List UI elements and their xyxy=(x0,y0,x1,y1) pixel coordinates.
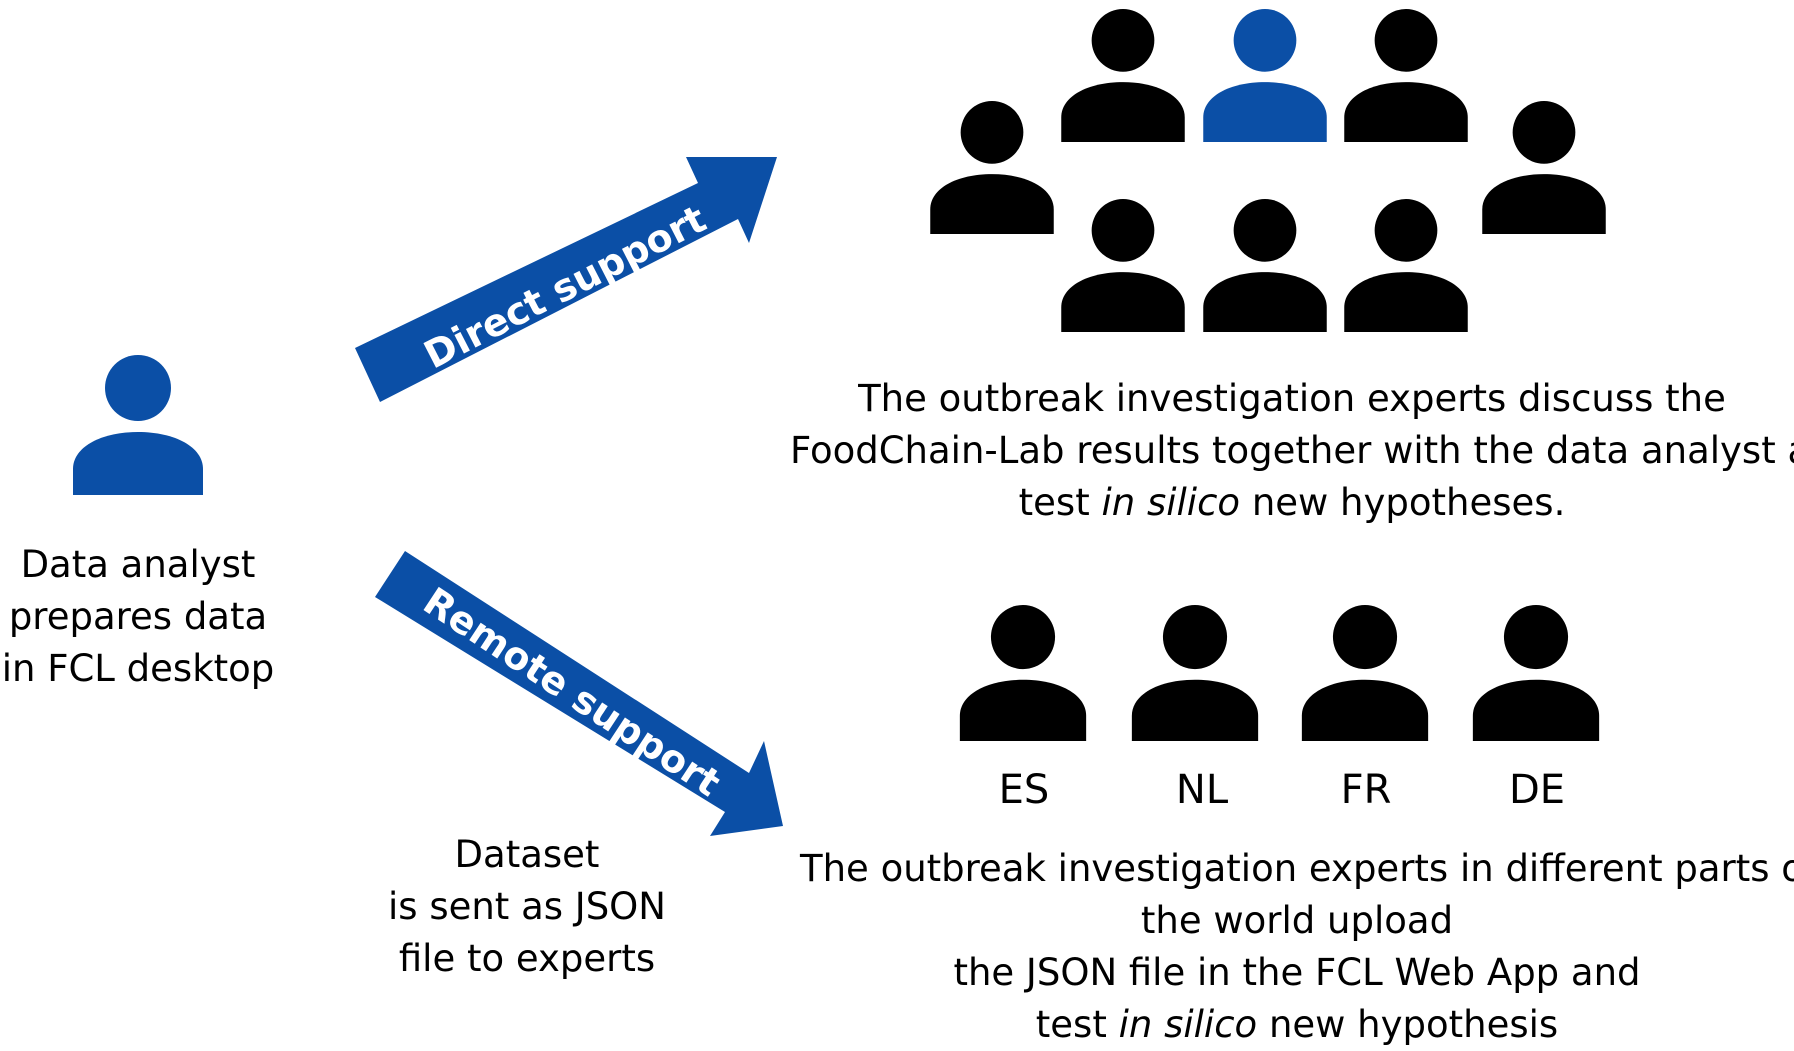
text-segment: new hypotheses. xyxy=(1240,481,1566,524)
remote-support-arrow: Remote support xyxy=(375,551,783,836)
data-analyst-label-line: Data analyst xyxy=(20,543,256,586)
expert-person-icon xyxy=(1344,9,1468,142)
dataset-label-line: file to experts xyxy=(398,937,656,980)
italic-term: in silico xyxy=(1101,481,1241,524)
remote-expert-person-icon xyxy=(1131,605,1259,741)
remote-support-description-line: The outbreak investigation experts in di… xyxy=(800,847,1794,890)
country-label-es: ES xyxy=(998,767,1050,813)
country-label-fr: FR xyxy=(1340,767,1392,813)
remote-support-description-line: the world upload xyxy=(1140,899,1454,942)
remote-expert-person-icon xyxy=(959,605,1087,741)
direct-support-arrow-shape xyxy=(355,157,777,402)
data-analyst-label-line: prepares data xyxy=(8,595,268,638)
remote-expert-person-icon xyxy=(1301,605,1429,741)
italic-term: in silico xyxy=(1118,1003,1258,1046)
expert-person-icon xyxy=(1061,9,1185,142)
direct-support-arrow: Direct support xyxy=(355,157,777,402)
country-label-de: DE xyxy=(1508,767,1566,813)
data-analyst-label: Data analyst prepares data in FCL deskto… xyxy=(0,539,276,695)
remote-support-label: Remote support xyxy=(416,579,729,805)
dataset-label: Dataset is sent as JSON file to experts xyxy=(377,829,677,985)
expert-person-icon xyxy=(1482,101,1606,234)
expert-person-icon xyxy=(1344,199,1468,332)
highlighted-expert-person-icon xyxy=(1203,9,1327,142)
data-analyst-label-line: in FCL desktop xyxy=(1,647,275,690)
dataset-label-line: is sent as JSON xyxy=(388,885,666,928)
remote-support-description-line: test in silico new hypothesis xyxy=(800,999,1794,1051)
direct-support-description: The outbreak investigation experts discu… xyxy=(790,373,1794,529)
country-label-nl: NL xyxy=(1175,767,1229,813)
direct-support-description-line: The outbreak investigation experts discu… xyxy=(858,377,1726,420)
remote-support-description: The outbreak investigation experts in di… xyxy=(800,843,1794,1051)
expert-person-icon xyxy=(930,101,1054,234)
text-segment: test xyxy=(1018,481,1102,524)
direct-support-description-line: FoodChain-Lab results together with the … xyxy=(790,429,1794,472)
direct-support-description-line: test in silico new hypotheses. xyxy=(790,477,1794,529)
dataset-label-line: Dataset xyxy=(454,833,600,876)
direct-support-label: Direct support xyxy=(417,197,713,378)
remote-support-arrow-shape xyxy=(375,551,783,836)
text-segment: test xyxy=(1035,1003,1119,1046)
data-analyst-person-icon xyxy=(73,355,203,495)
expert-person-icon xyxy=(1203,199,1327,332)
text-segment: new hypothesis xyxy=(1257,1003,1559,1046)
remote-support-description-line: the JSON file in the FCL Web App and xyxy=(953,951,1641,994)
expert-person-icon xyxy=(1061,199,1185,332)
remote-expert-person-icon xyxy=(1472,605,1600,741)
